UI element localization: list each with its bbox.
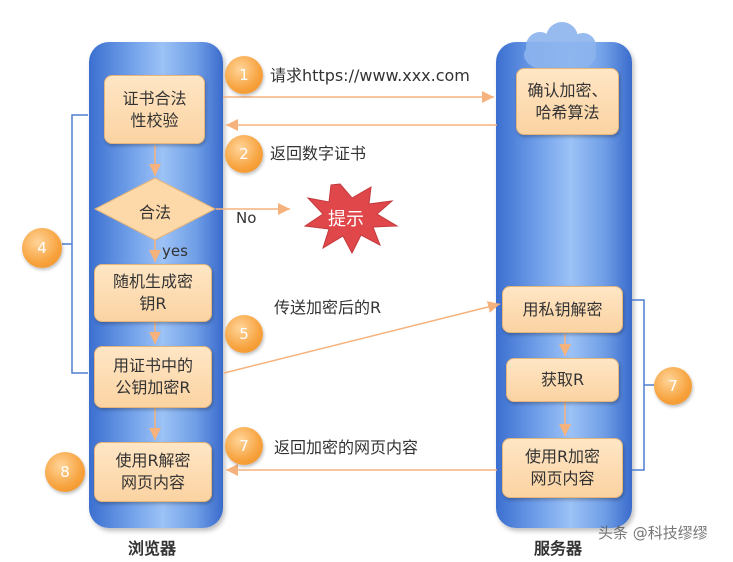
decision-label: 合法 bbox=[139, 203, 172, 222]
bracket-step7 bbox=[632, 299, 654, 471]
step-7-badge-right: 7 bbox=[654, 367, 692, 405]
alert-burst-shape bbox=[303, 183, 399, 255]
step-2-badge: 2 bbox=[225, 135, 263, 173]
step-7-text: 返回加密的网页内容 bbox=[274, 438, 419, 457]
step-5-text: 传送加密后的R bbox=[274, 298, 382, 317]
step-2-text: 返回数字证书 bbox=[270, 144, 367, 163]
verify-certificate-box: 证书合法性校验 bbox=[104, 75, 205, 144]
step-8-badge: 8 bbox=[45, 452, 85, 492]
encrypt-content-box: 使用R加密网页内容 bbox=[502, 438, 623, 498]
encrypt-key-box: 用证书中的公钥加密R bbox=[94, 346, 212, 408]
server-label: 服务器 bbox=[534, 539, 583, 558]
step-1-text: 请求https://www.xxx.com bbox=[270, 66, 470, 85]
arrow-step5-send-key bbox=[223, 301, 501, 374]
cloud-icon bbox=[524, 22, 596, 73]
decrypt-content-box: 使用R解密网页内容 bbox=[94, 442, 212, 502]
browser-label: 浏览器 bbox=[128, 539, 177, 558]
step-5-badge: 5 bbox=[225, 315, 263, 353]
step-4-badge: 4 bbox=[22, 228, 62, 268]
step-7-badge-left: 7 bbox=[225, 427, 263, 465]
private-key-decrypt-box: 用私钥解密 bbox=[502, 286, 623, 333]
generate-key-box: 随机生成密钥R bbox=[94, 264, 212, 322]
watermark-text: 头条 @科技缪缪 bbox=[598, 524, 708, 542]
confirm-algorithm-box: 确认加密、哈希算法 bbox=[516, 68, 619, 135]
decision-diamond bbox=[93, 177, 217, 241]
get-key-box: 获取R bbox=[506, 358, 619, 402]
no-branch-label: No bbox=[236, 209, 257, 227]
yes-branch-label: yes bbox=[162, 242, 188, 260]
alert-text: 提示 bbox=[328, 209, 364, 230]
bracket-step4 bbox=[62, 114, 88, 374]
step-1-badge: 1 bbox=[225, 56, 263, 94]
